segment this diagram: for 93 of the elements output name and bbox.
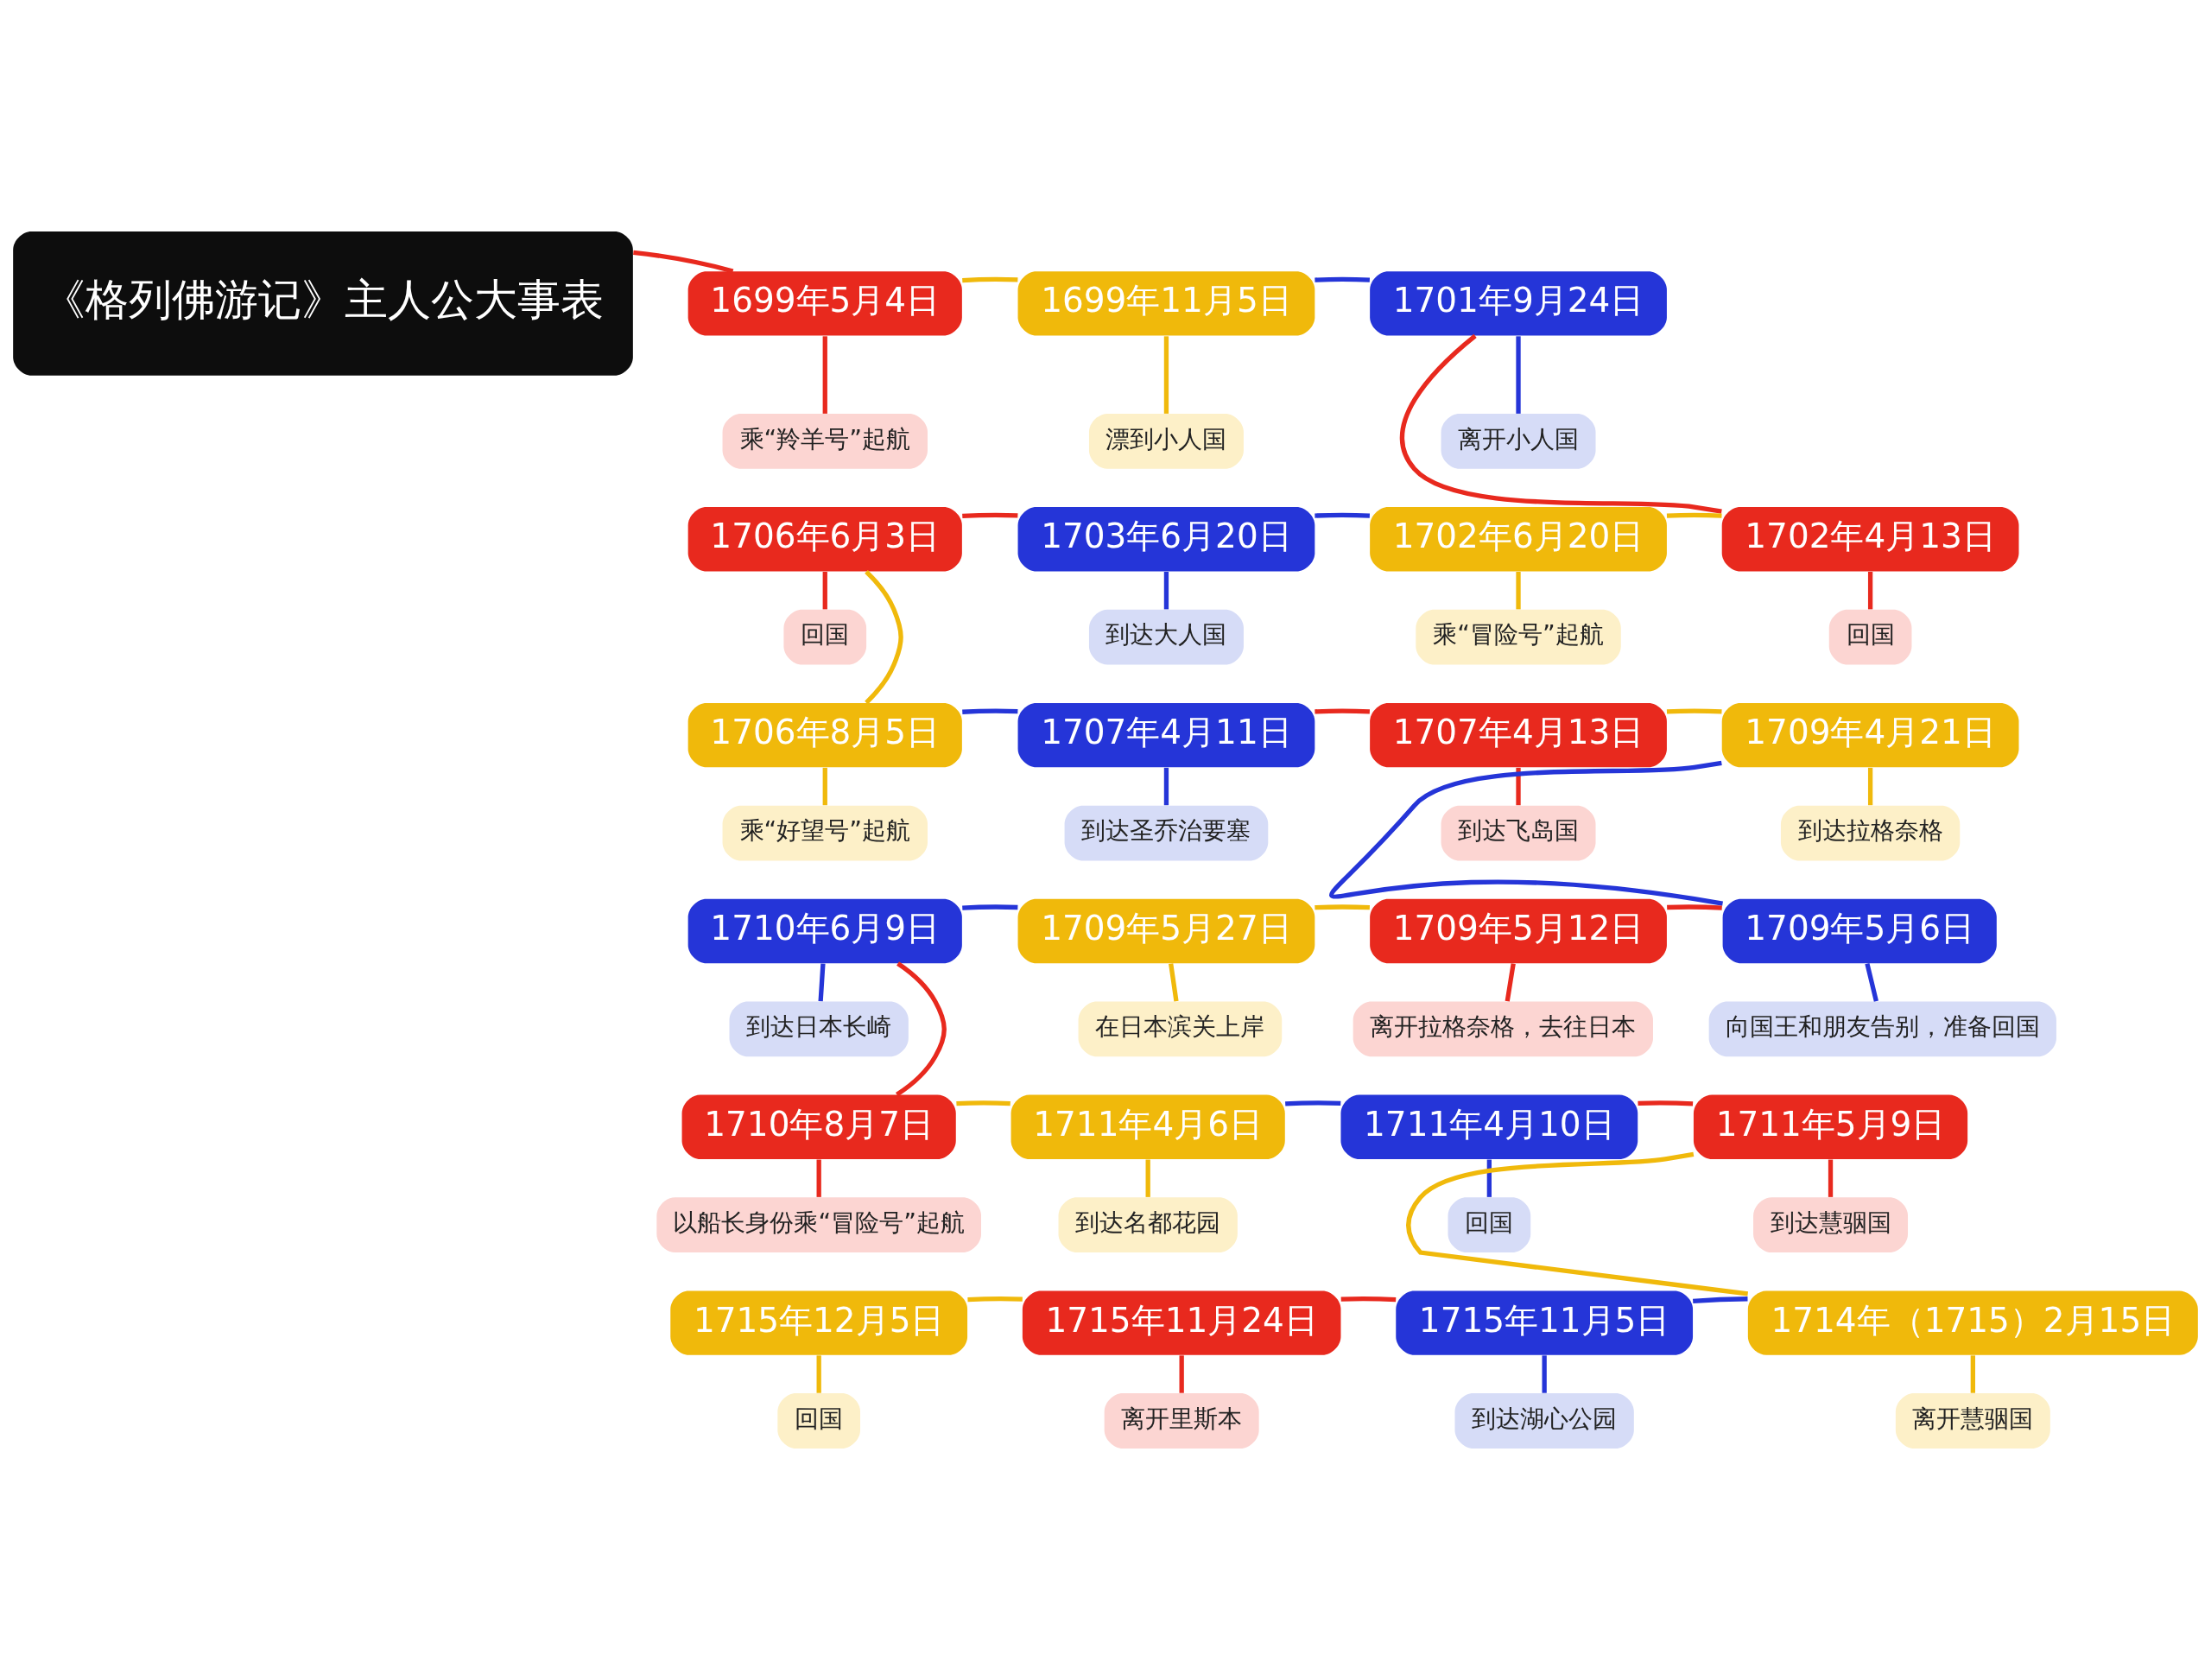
connector — [967, 1296, 1023, 1303]
node-box: 离开里斯本 — [1104, 1393, 1259, 1449]
node-box: 1715年12月5日 — [670, 1290, 968, 1355]
connector — [962, 708, 1018, 714]
connector — [1330, 760, 1723, 906]
connector — [1865, 963, 1878, 1002]
node-box: 1703年6月20日 — [1017, 507, 1315, 572]
connector — [1406, 1151, 1749, 1296]
node-box: 1707年4月11日 — [1017, 702, 1315, 768]
node-box: 离开拉格奈格，去往日本 — [1353, 1001, 1653, 1057]
connector — [1970, 1355, 1975, 1393]
node-box: 乘“羚羊号”起航 — [722, 413, 928, 469]
node-box: 向国王和朋友告别，准备回国 — [1708, 1001, 2056, 1057]
node-box: 到达慧骃国 — [1753, 1197, 1909, 1253]
node-box: 在日本滨关上岸 — [1078, 1001, 1283, 1057]
connector — [895, 961, 947, 1097]
node-box: 1709年5月6日 — [1722, 898, 1997, 964]
connector — [822, 572, 827, 610]
node-box: 回国 — [777, 1393, 860, 1449]
node-box: 1715年11月24日 — [1022, 1290, 1341, 1355]
node-box: 到达大人国 — [1088, 609, 1244, 665]
node-box: 漂到小人国 — [1088, 413, 1244, 469]
connector — [1400, 333, 1722, 514]
connector — [1516, 767, 1521, 806]
node-box: 回国 — [1828, 609, 1912, 665]
node-box: 1709年4月21日 — [1721, 702, 2019, 768]
node-box: 到达圣乔治要塞 — [1064, 805, 1269, 861]
connector — [1638, 1100, 1694, 1106]
connector — [818, 963, 826, 1002]
connector — [1828, 1159, 1834, 1197]
node-box: 1707年4月13日 — [1370, 702, 1667, 768]
node-box: 乘“好望号”起航 — [722, 805, 928, 861]
connector — [1486, 1159, 1492, 1197]
connector — [1693, 1296, 1748, 1303]
connector — [1505, 963, 1516, 1002]
connector — [1163, 767, 1169, 806]
connector — [962, 512, 1018, 519]
node-box: 乘“冒险号”起航 — [1416, 609, 1621, 665]
connector — [1163, 572, 1169, 610]
connector — [1516, 572, 1521, 610]
connector — [1340, 1296, 1397, 1303]
connector — [822, 767, 827, 806]
node-box: 到达名都花园 — [1058, 1197, 1238, 1253]
node-box: 到达拉格奈格 — [1780, 805, 1961, 861]
node-box: 1706年6月3日 — [687, 507, 962, 572]
connector — [1315, 276, 1370, 282]
node-box: 以船长身份乘“冒险号”起航 — [656, 1197, 981, 1253]
node-box: 1706年8月5日 — [687, 702, 962, 768]
node-box: 1711年4月10日 — [1340, 1094, 1638, 1159]
connector — [633, 250, 734, 274]
node-box: 到达湖心公园 — [1454, 1393, 1634, 1449]
connector — [822, 336, 827, 414]
connector — [1867, 767, 1873, 806]
node-box: 离开慧骃国 — [1895, 1393, 2050, 1449]
connector — [1145, 1159, 1150, 1197]
connector — [1666, 708, 1722, 714]
node-box: 1702年6月20日 — [1370, 507, 1667, 572]
node-box: 回国 — [1448, 1197, 1531, 1253]
node-box: 1699年5月4日 — [687, 271, 962, 336]
connector — [1315, 904, 1370, 910]
node-box: 1709年5月12日 — [1370, 898, 1667, 964]
node-box: 1699年11月5日 — [1017, 271, 1315, 336]
connector — [1516, 336, 1521, 414]
node-box: 1710年6月9日 — [687, 898, 962, 964]
node-box: 到达日本长崎 — [729, 1001, 909, 1057]
node-box: 到达飞岛国 — [1441, 805, 1596, 861]
node-box: 1715年11月5日 — [1396, 1290, 1694, 1355]
node-box: 1709年5月27日 — [1017, 898, 1315, 964]
connector — [1179, 1355, 1184, 1393]
connector — [1163, 336, 1169, 414]
connector — [1542, 1355, 1547, 1393]
node-box: 1711年5月9日 — [1693, 1094, 1968, 1159]
connector — [962, 904, 1018, 910]
node-box: 1701年9月24日 — [1370, 271, 1667, 336]
connector — [816, 1355, 821, 1393]
node-box: 离开小人国 — [1441, 413, 1596, 469]
node-box: 1714年（1715）2月15日 — [1747, 1290, 2198, 1355]
connector — [865, 569, 903, 705]
connector — [1667, 904, 1722, 910]
connector — [1315, 512, 1370, 518]
node-box: 1711年4月6日 — [1010, 1094, 1285, 1159]
connector — [962, 276, 1018, 283]
connector — [1867, 572, 1873, 610]
connector — [956, 1100, 1010, 1106]
node-box: 《格列佛游记》主人公大事表 — [13, 231, 633, 376]
connector — [816, 1159, 821, 1197]
node-box: 回国 — [783, 609, 867, 665]
connector — [1169, 963, 1179, 1002]
node-box: 1710年8月7日 — [681, 1094, 956, 1159]
connector — [1285, 1100, 1341, 1106]
node-box: 1702年4月13日 — [1721, 507, 2019, 572]
connector — [1666, 512, 1722, 518]
connector — [1315, 708, 1370, 714]
